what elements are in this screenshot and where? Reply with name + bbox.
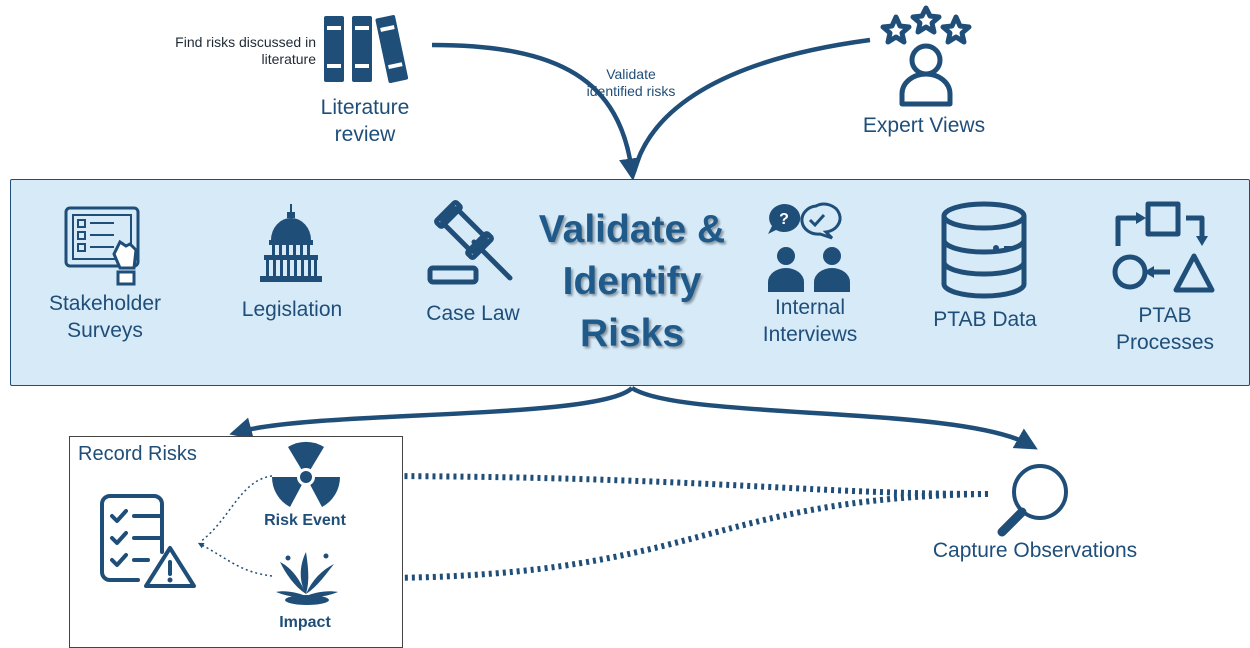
dotted-arrow-to-impact [347,491,989,591]
svg-text:?: ? [779,211,789,228]
expert-icon [880,5,972,107]
process-shapes-icon [1112,201,1215,293]
record-risks-title: Record Risks [78,443,197,465]
checklist-warning-icon [100,494,196,588]
validate-note: Validate identified risks [586,66,676,99]
risk-event-label: Risk Event [264,512,346,529]
expert-views-label: Expert Views [862,114,986,137]
capture-observations-label: Capture Observations [932,539,1138,562]
interview-icon: ? [768,202,850,292]
validate-identify-band [10,179,1250,386]
ptab-processes-label: PTAB Processes [1115,304,1215,354]
thin-dotted-connectors [197,475,273,577]
literature-note: Find risks discussed in literature [175,34,316,67]
gavel-icon [427,200,513,285]
internal-interviews-label: Internal Interviews [762,296,858,346]
impact-label: Impact [279,614,331,631]
arrow-literature-to-band [431,42,642,181]
radiation-icon [272,441,340,507]
books-icon [324,15,409,84]
case-law-label: Case Law [426,302,520,325]
survey-tablet-icon [64,206,140,286]
ptab-data-label: PTAB Data [933,308,1037,331]
arrow-expert-to-band [631,37,871,173]
legislation-label: Legislation [241,298,343,321]
database-icon [941,201,1027,299]
splash-icon [276,552,338,605]
stakeholder-surveys-label: Stakeholder Surveys [48,292,162,342]
connector-arrows [229,37,1038,591]
literature-review-label: Literature review [320,96,410,146]
record-risks-box [69,436,403,648]
arrow-band-to-record [229,386,634,440]
magnifier-icon [997,464,1068,537]
arrow-band-to-capture [630,386,1038,450]
band-title: Validate & Identify Risks [538,208,726,355]
capitol-icon [260,204,322,282]
